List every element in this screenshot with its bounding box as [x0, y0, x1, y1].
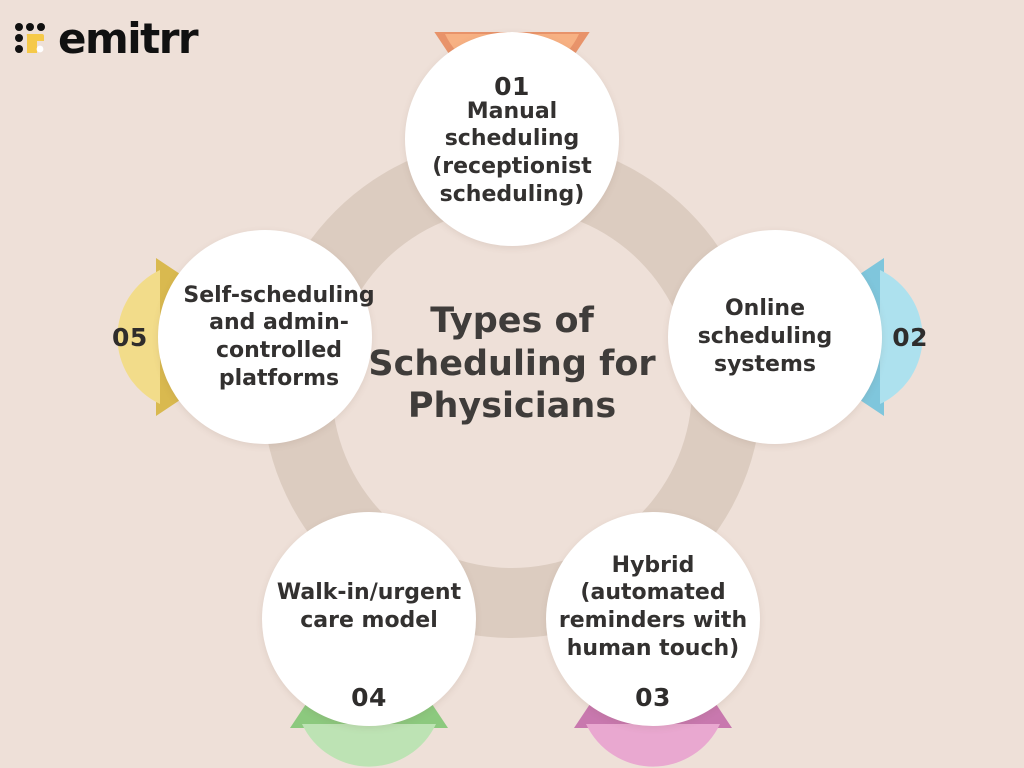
node-03-circle: Hybrid (automated reminders with human t… [546, 512, 760, 726]
node-02[interactable]: Online scheduling systems 02 [668, 230, 928, 444]
page-title-line-3: Physicians [407, 386, 617, 427]
node-03[interactable]: Hybrid (automated reminders with human t… [546, 512, 760, 767]
node-01-label: Manual scheduling (receptionist scheduli… [432, 98, 592, 207]
node-03-label: Hybrid (automated reminders with human t… [558, 552, 748, 661]
brand-logo: emitrr [14, 14, 199, 63]
emitrr-dot-grid-logo-icon [15, 23, 45, 53]
node-04-circle: Walk-in/urgent care model [262, 512, 476, 726]
brand-wordmark: emitrr [58, 14, 199, 63]
node-05-number: 05 [112, 322, 148, 352]
node-02-label: Online scheduling systems [697, 296, 833, 377]
node-05-label: Self-scheduling and admin-controlled pla… [183, 282, 375, 391]
node-02-number: 02 [892, 322, 928, 352]
node-05[interactable]: Self-scheduling and admin-controlled pla… [112, 230, 375, 444]
node-01-circle: Manual scheduling (receptionist scheduli… [405, 32, 619, 246]
page-title-line-2: Scheduling for [368, 343, 656, 384]
node-01[interactable]: Manual scheduling (receptionist scheduli… [405, 32, 619, 246]
node-04[interactable]: Walk-in/urgent care model 04 [262, 512, 476, 767]
node-02-circle: Online scheduling systems [668, 230, 882, 444]
page-title: Types of Scheduling for Physicians [352, 300, 672, 428]
node-05-circle: Self-scheduling and admin-controlled pla… [158, 230, 375, 444]
connector-ring-hole [332, 208, 692, 568]
node-03-number: 03 [635, 683, 671, 712]
node-01-number: 01 [494, 72, 530, 101]
page-title-line-1: Types of [430, 301, 594, 341]
node-04-label: Walk-in/urgent care model [276, 580, 462, 633]
node-04-number: 04 [351, 683, 387, 712]
